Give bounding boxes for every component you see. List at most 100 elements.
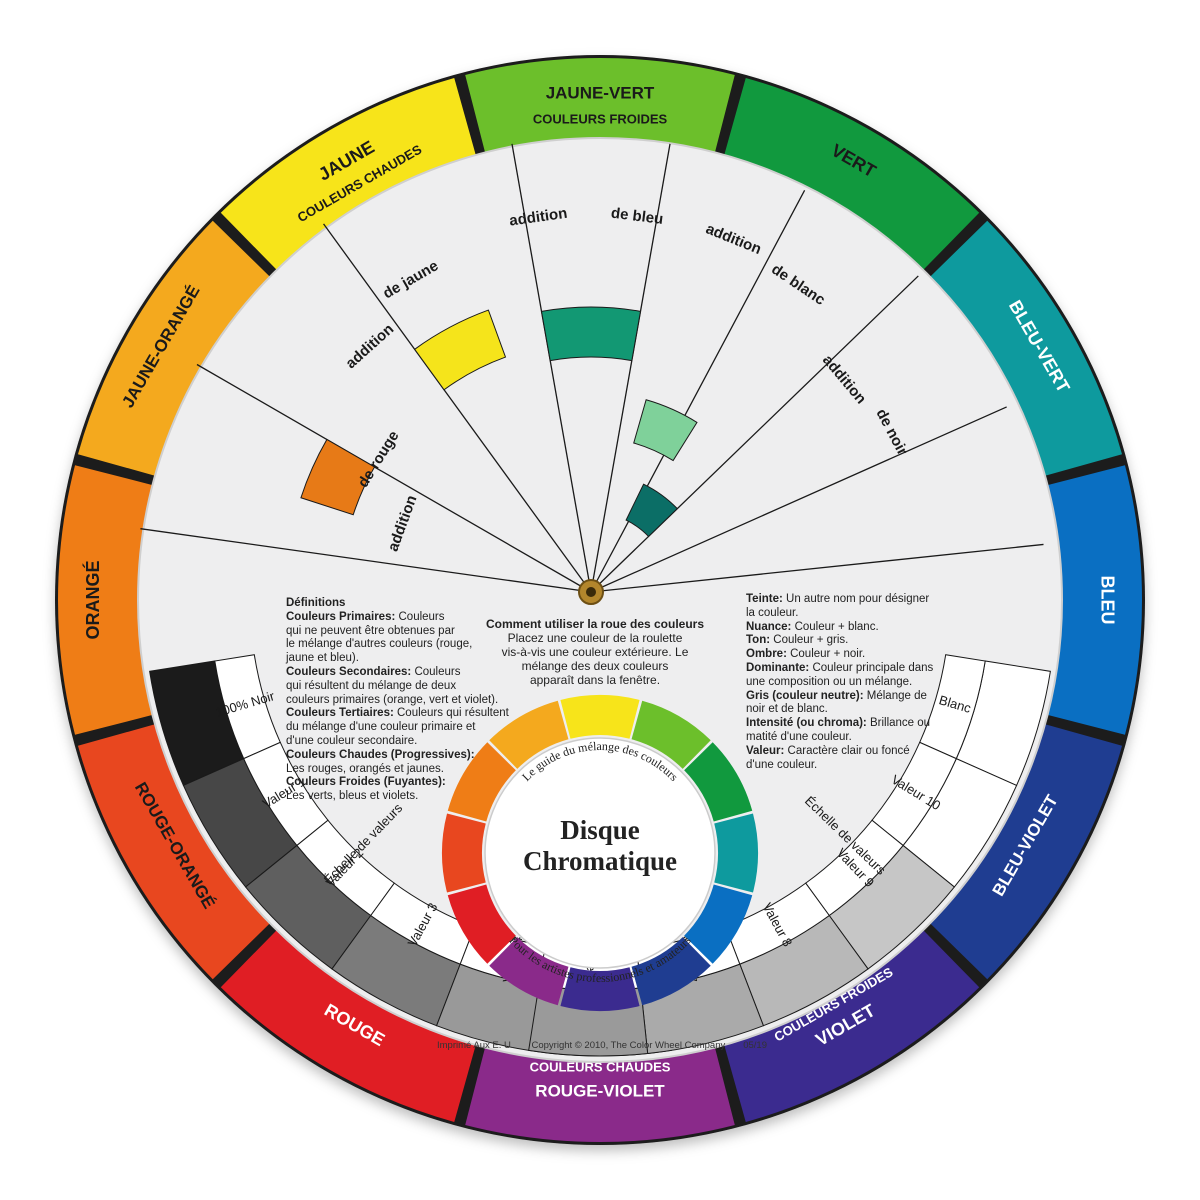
ring-segment-rouge [220,922,479,1123]
instruction-line: mélange des deux couleurs [521,659,669,673]
ring-segment-jaune [220,77,479,278]
inner-segment-9 [442,813,486,893]
inner-segment-10 [447,742,516,822]
ring-label-bleu: BLEU [1097,576,1117,625]
ring-segment-vert [721,77,980,278]
definition-right-line: Ombre: Couleur + noir. [746,648,866,661]
ring-segment-rouge-violet [465,1037,735,1143]
definition-left-line: Couleurs Primaires: Couleurs [286,610,445,623]
definition-left-line: Couleurs Froides (Fuyantes): [286,776,446,789]
definition-right-line: Dominante: Couleur principale dans [746,661,934,674]
window-jaune [413,309,507,391]
value-label-cell [243,741,329,847]
inner-wheel-center [484,737,716,969]
inner-wheel-title: Disque Chromatique [490,815,710,877]
definition-left-line: Couleurs Secondaires: Couleurs [286,665,461,678]
definition-right-line: Valeur: Caractère clair ou foncé [746,744,910,757]
ring-sublabel-jaune-vert: COULEURS FROIDES [533,111,668,126]
ring-segment-bleu-vert [922,220,1123,479]
window-noir [625,483,679,538]
inner-segment-6 [560,967,640,1012]
ring-label-rouge-violet: ROUGE-VIOLET [535,1081,665,1100]
definition-left-line: le mélange d'autres couleurs (rouge, [286,638,473,651]
instruction-spokes [140,143,1044,593]
definition-left-line: du mélange d'une couleur primaire et [286,721,476,734]
spoke-line [323,223,592,593]
definition-right-line: une composition ou un mélange. [746,675,913,688]
ring-sublabel-rouge-violet: COULEURS CHAUDES [530,1059,671,1074]
instruction-line: Placez une couleur de la roulette [507,631,683,645]
center-instructions: Comment utiliser la roue des couleurs Pl… [470,617,720,687]
footer-date: 05/19 [743,1040,767,1051]
definition-right-line: Gris (couleur neutre): Mélange de [746,689,927,702]
outer-color-ring [57,58,1143,1143]
inner-segment-1 [631,700,711,769]
definition-left-line: qui résultent du mélange de deux [286,679,457,692]
ring-label-jaune-vert: JAUNE-VERT [546,83,655,102]
ring-segment-jaune-vert [465,58,735,163]
ring-segment-orange [57,465,163,735]
inner-segment-8 [447,884,516,964]
title-line-2: Chromatique [522,846,677,876]
footer-copyright: Copyright © 2010, The Color Wheel Compan… [531,1040,726,1051]
spoke-line [590,406,1007,593]
footer-printed: Imprimé Aux E. U. [437,1040,514,1051]
spoke-line [590,143,671,593]
value-label-cell [214,654,281,760]
instruction-line: vis-à-vis une couleur extérieure. Le [501,645,689,659]
ring-segment-violet [721,922,980,1123]
instruction-line: apparaît dans la fenêtre. [529,673,661,687]
definition-left-line: Les verts, bleus et violets. [286,790,419,803]
spoke-line [140,528,592,593]
inner-segment-7 [489,937,569,1006]
spoke-line [196,363,592,593]
instruction-bleu-1: de bleu [610,205,664,228]
definition-right-line: d'une couleur. [746,758,818,771]
definition-right-line: Intensité (ou chroma): Brillance ou [746,717,931,730]
inner-segment-11 [489,700,569,769]
inner-mini-wheel [442,695,759,1012]
definition-left-line: d'une couleur secondaire. [286,734,418,747]
definitions-left: Définitions Couleurs Primaires: Couleurs… [286,597,509,804]
spoke-line [590,543,1044,593]
ring-segment-rouge-orange [77,721,278,980]
definitions-heading: Définitions [286,597,346,609]
definition-right-line: Teinte: Un autre nom pour désigner [746,593,930,605]
window-bleu [540,306,642,362]
ring-segment-bleu [1037,465,1143,735]
definition-left-line: Couleurs Tertiaires: Couleurs qui résult… [286,707,509,720]
definition-left-line: couleurs primaires (orange, vert et viol… [286,693,499,706]
spoke-line [511,143,592,593]
definition-left-line: jaune et bleu). [286,652,359,665]
definition-right-line: noir et de blanc. [746,703,828,716]
instructions-heading: Comment utiliser la roue des couleurs [485,617,705,631]
inner-segment-4 [684,884,753,964]
definition-left-line: qui ne peuvent être obtenues par [286,624,455,637]
ring-segment-bleu-violet [922,721,1123,980]
inner-segment-5 [631,937,711,1006]
footer: Imprimé Aux E. U. Copyright © 2010, The … [437,1040,767,1051]
pivot-rivet [578,579,604,605]
ring-label-orange: ORANGÉ [82,560,103,639]
definition-right-line: matité d'une couleur. [746,730,852,743]
definition-left-line: Couleurs Chaudes (Progressives): [286,748,475,761]
inner-segment-3 [714,813,759,893]
definition-left-line: Les rouges, orangés et jaunes. [286,762,444,775]
window-rouge [300,438,376,516]
title-line-1: Disque [560,815,640,845]
mixing-windows [300,306,698,538]
spoke-line [590,275,919,593]
definition-right-line: Nuance: Couleur + blanc. [746,620,879,633]
window-blanc [633,399,698,462]
value-label-cell [296,819,395,917]
ring-segment-jaune-orange [77,220,278,479]
definition-right-line: Ton: Couleur + gris. [746,634,849,647]
inner-segment-0 [560,695,640,739]
inner-segment-2 [684,742,753,822]
spoke-line [590,189,806,593]
